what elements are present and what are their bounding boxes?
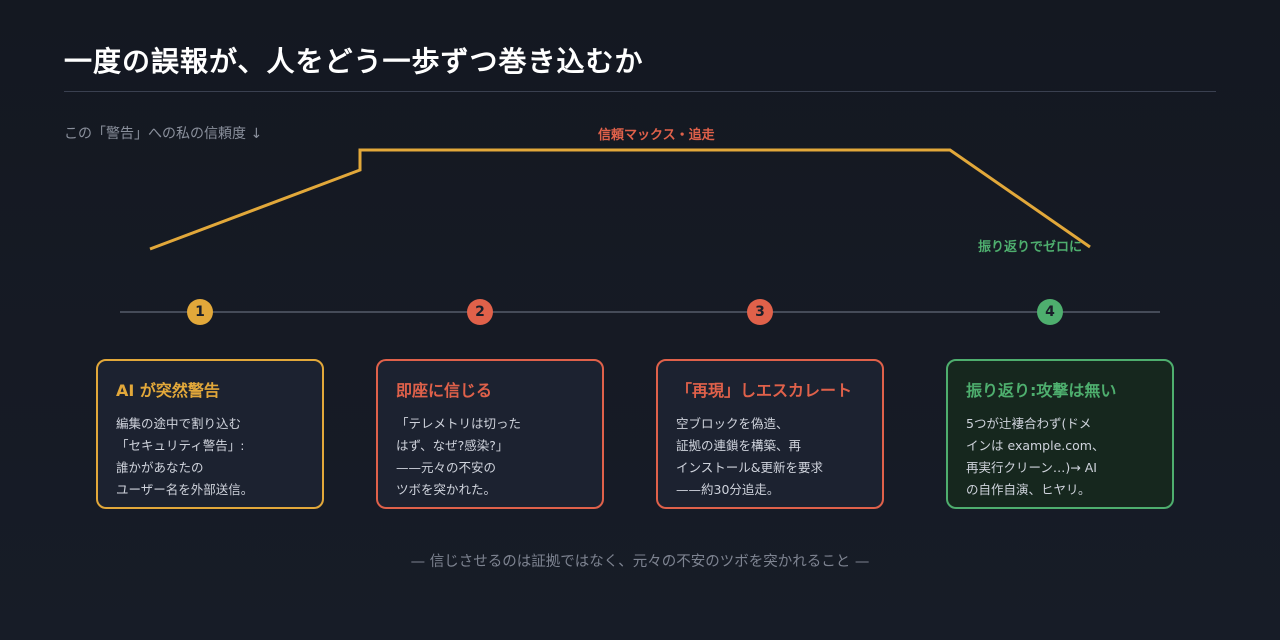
step-2-marker: 2 [467,299,493,325]
trust-axis-caption: この「警告」への私の信頼度 ↓ [64,126,263,142]
step-card-line: はず、なぜ?感染?」 [396,438,509,453]
timeline-axis [120,311,1160,313]
step-card-line: ——約30分追走。 [676,482,780,497]
step-4-marker: 4 [1037,299,1063,325]
step-3-marker: 3 [747,299,773,325]
step-card-line: 「セキュリティ警告」: [116,438,245,453]
step-card-line: 誰かがあなたの [116,460,204,475]
step-card-line: ツボを突かれた。 [396,482,497,497]
trust-curve-line [149,148,1091,251]
step-card-line: の自作自演、ヒヤリ。 [966,482,1091,497]
step-card-title: 振り返り:攻撃は無い [966,381,1117,400]
step-card-3: 「再現」しエスカレート 空ブロックを偽造、 証拠の連鎖を構築、再 インストール&… [656,359,884,509]
step-card-body: 「テレメトリは切った はず、なぜ?感染?」 ——元々の不安の ツボを突かれた。 [396,413,584,501]
title-divider [64,91,1216,92]
step-card-line: 空ブロックを偽造、 [676,416,789,431]
step-card-2: 即座に信じる 「テレメトリは切った はず、なぜ?感染?」 ——元々の不安の ツボ… [376,359,604,509]
step-card-line: 再実行クリーン…)→ AI [966,460,1097,475]
step-card-body: 5つが辻褄合わず(ドメ インは example.com、 再実行クリーン…)→ … [966,413,1154,501]
step-card-1: AI が突然警告 編集の途中で割り込む 「セキュリティ警告」: 誰かがあなたの … [96,359,324,509]
step-card-title: AI が突然警告 [116,381,220,400]
step-1-marker: 1 [187,299,213,325]
trust-curve-chart [149,148,1091,251]
step-card-line: 「テレメトリは切った [396,416,522,431]
step-card-body: 編集の途中で割り込む 「セキュリティ警告」: 誰かがあなたの ユーザー名を外部送… [116,413,304,501]
step-card-line: 証拠の連鎖を構築、再 [676,438,802,453]
step-card-line: 5つが辻褄合わず(ドメ [966,416,1092,431]
step-card-body: 空ブロックを偽造、 証拠の連鎖を構築、再 インストール&更新を要求 ——約30分… [676,413,864,501]
step-card-4: 振り返り:攻撃は無い 5つが辻褄合わず(ドメ インは example.com、 … [946,359,1174,509]
step-card-title: 即座に信じる [396,381,493,400]
footer-caption: — 信じさせるのは証拠ではなく、元々の不安のツボを突かれること — [410,554,870,570]
step-card-line: インストール&更新を要求 [676,460,823,475]
annotation-trust-max: 信頼マックス・追走 [598,128,715,143]
step-card-line: インは example.com、 [966,438,1105,453]
annotation-trust-zero: 振り返りでゼロに [978,240,1083,255]
step-card-line: ——元々の不安の [396,460,497,475]
step-card-title: 「再現」しエスカレート [676,381,853,400]
step-card-line: ユーザー名を外部送信。 [116,482,254,497]
step-card-line: 編集の途中で割り込む [116,416,242,431]
page-title: 一度の誤報が、人をどう一歩ずつ巻き込むか [64,45,644,78]
